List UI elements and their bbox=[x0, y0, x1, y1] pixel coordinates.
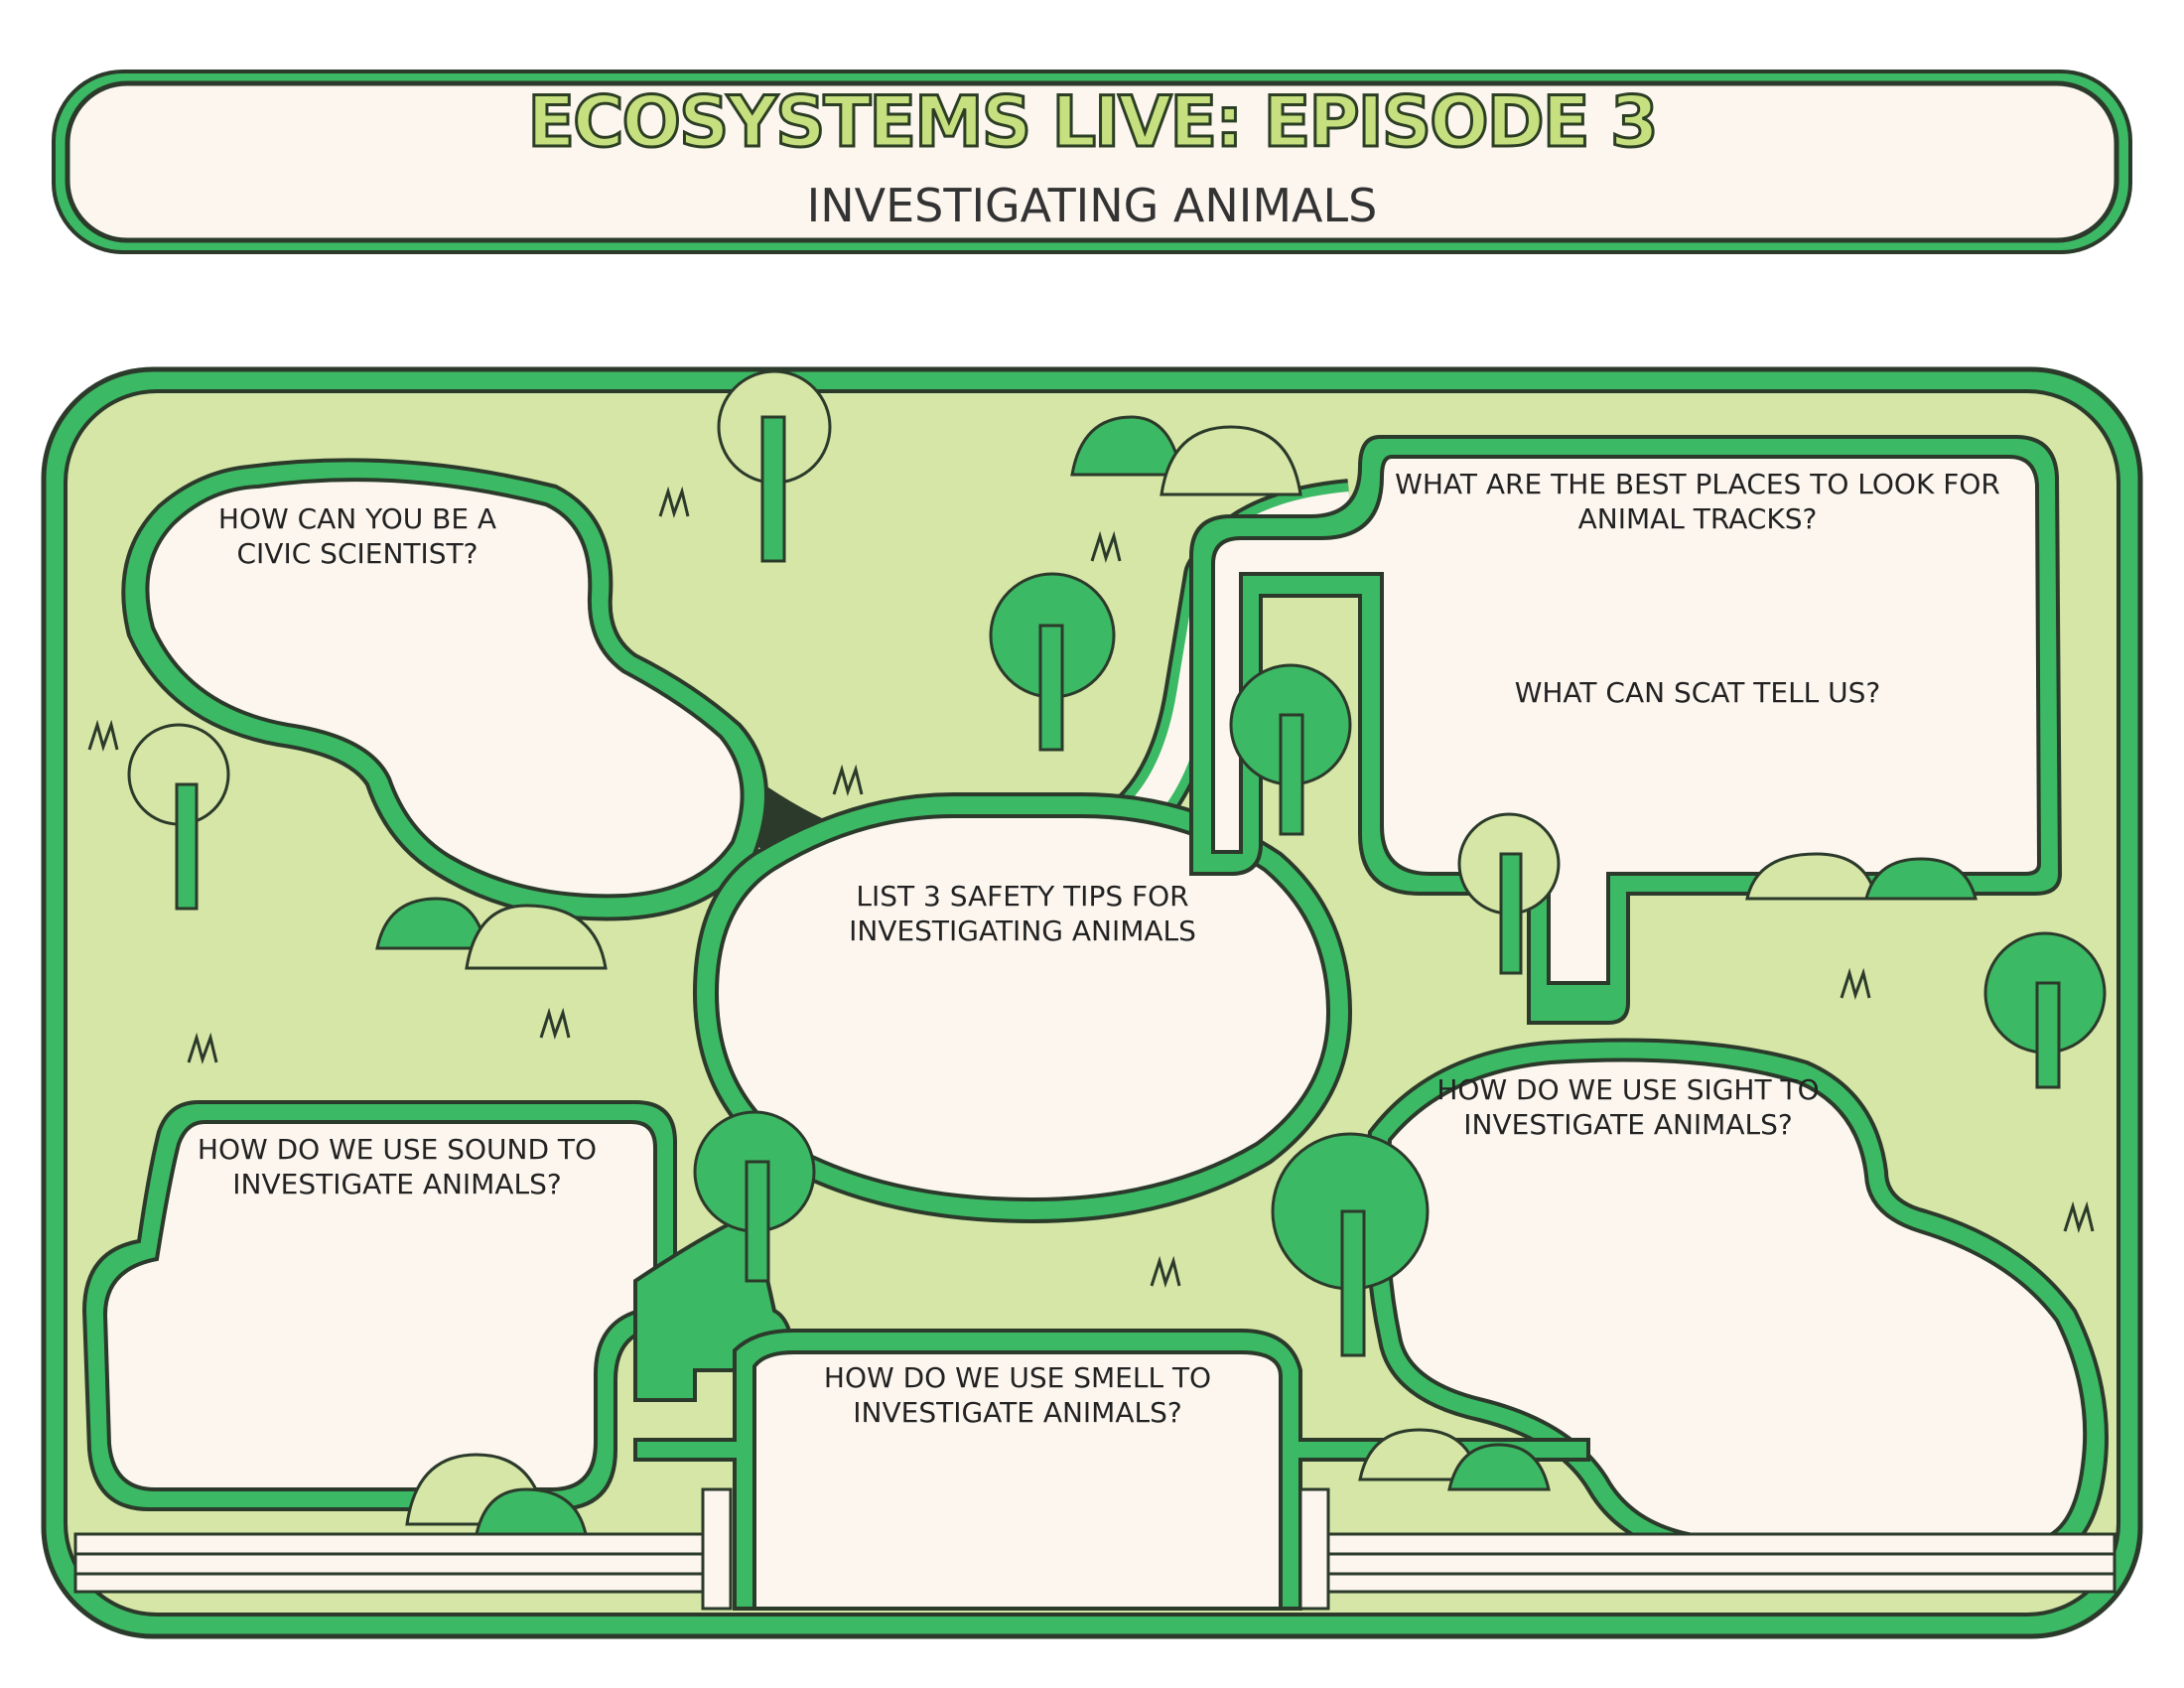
question-sound: HOW DO WE USE SOUND TO INVESTIGATE ANIMA… bbox=[197, 1133, 598, 1200]
grass-icon bbox=[87, 486, 2095, 1288]
question-safety-tips: LIST 3 SAFETY TIPS FOR INVESTIGATING ANI… bbox=[849, 880, 1196, 947]
tree-icon bbox=[127, 369, 2107, 1357]
gate-post-right bbox=[1298, 1487, 1330, 1611]
question-sight: HOW DO WE USE SIGHT TO INVESTIGATE ANIMA… bbox=[1436, 1073, 1820, 1141]
page-title: ECOSYSTEMS LIVE: EPISODE 3 bbox=[526, 80, 1660, 165]
question-animal-tracks: WHAT ARE THE BEST PLACES TO LOOK FOR ANI… bbox=[1395, 468, 2000, 535]
bush-icon bbox=[375, 415, 1978, 1536]
header-frame bbox=[52, 70, 2132, 254]
page-subtitle: INVESTIGATING ANIMALS bbox=[806, 179, 1378, 232]
header-banner: ECOSYSTEMS LIVE: EPISODE 3 INVESTIGATING… bbox=[50, 68, 2134, 256]
question-civic-scientist: HOW CAN YOU BE A CIVIC SCIENTIST? bbox=[217, 502, 497, 570]
question-scat: WHAT CAN SCAT TELL US? bbox=[1514, 676, 1881, 709]
gate-post-left bbox=[701, 1487, 733, 1611]
question-smell: HOW DO WE USE SMELL TO INVESTIGATE ANIMA… bbox=[823, 1361, 1212, 1429]
fence bbox=[73, 1487, 2116, 1611]
